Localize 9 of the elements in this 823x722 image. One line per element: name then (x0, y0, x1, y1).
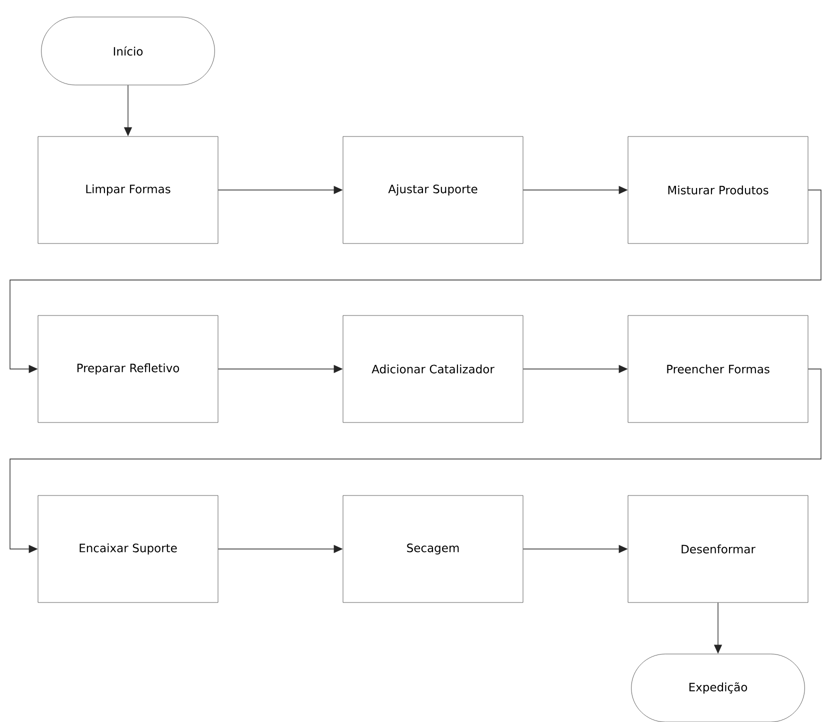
process-box: Encaixar Suporte (38, 495, 218, 603)
process-box: Misturar Produtos (628, 136, 808, 244)
process-box: Limpar Formas (38, 136, 218, 244)
process-box: Adicionar Catalizador (342, 315, 524, 423)
process-box: Preencher Formas (628, 315, 808, 423)
process-box: Desenformar (628, 495, 808, 603)
process-box: Preparar Refletivo (38, 315, 218, 423)
process-box: Secagem (342, 495, 524, 603)
process-box: Ajustar Suporte (342, 136, 524, 244)
